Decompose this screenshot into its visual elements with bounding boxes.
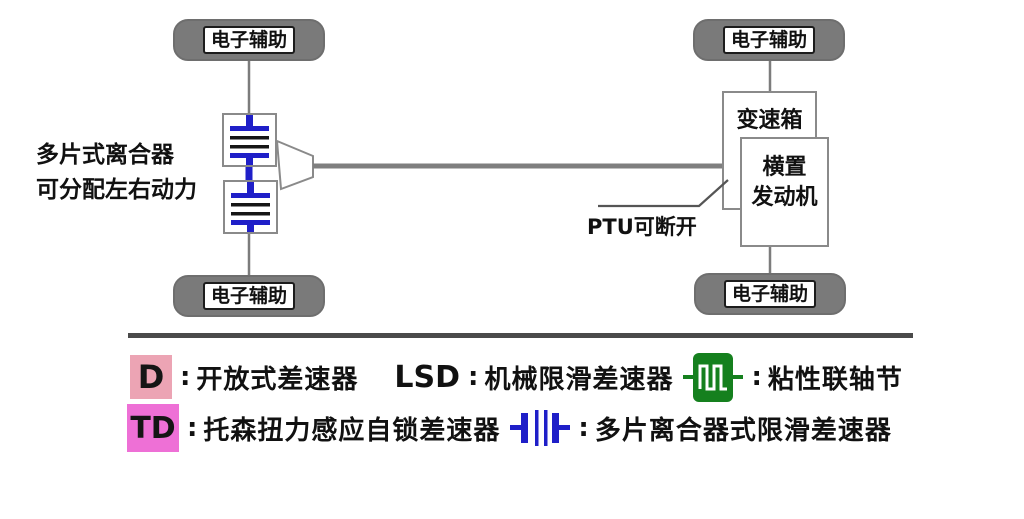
torsen-label: 托森扭力感应自锁差速器 (203, 415, 501, 446)
legend-row-2: TD : 托森扭力感应自锁差速器 : 多片离合器式限滑差速器 (127, 404, 892, 452)
clutch-annotation-line1: 多片式离合器 (36, 142, 174, 168)
clutch-lsd-label: 多片离合器式限滑差速器 (594, 415, 892, 446)
lsd-label: 机械限滑差速器 (484, 364, 674, 395)
wheel-assist-label: 电子辅助 (723, 280, 816, 308)
engine-label-line2: 发动机 (751, 185, 818, 210)
multiplate-clutch-box-lower (223, 180, 278, 234)
engine-box: 横置 发动机 (740, 137, 829, 247)
open-differential-label: 开放式差速器 (196, 364, 359, 395)
viscous-coupling-icon (683, 352, 744, 402)
ptu-leader-line (598, 179, 729, 208)
tire-front-left-icon: 电子辅助 (693, 19, 845, 61)
colon: : (578, 413, 589, 443)
clutch-lsd-icon (510, 410, 571, 446)
torsen-symbol: TD (127, 404, 179, 452)
wheel-assist-label: 电子辅助 (202, 26, 295, 54)
multiplate-clutch-icon (231, 182, 270, 232)
legend-row-1: D : 开放式差速器 LSD : 机械限滑差速器 : 粘性联轴节 (130, 352, 903, 402)
viscous-coupling-label: 粘性联轴节 (767, 364, 903, 395)
tire-front-right-icon: 电子辅助 (694, 273, 846, 315)
clutch-annotation: 多片式离合器 可分配左右动力 (36, 138, 197, 208)
tire-rear-right-icon: 电子辅助 (173, 275, 325, 317)
open-differential-symbol: D (130, 355, 172, 399)
engine-label-line1: 横置 (762, 155, 807, 180)
ptu-label: PTU可断开 (587, 215, 697, 239)
wheel-assist-label: 电子辅助 (722, 26, 815, 54)
legend-divider (128, 333, 913, 338)
clutch-annotation-line2: 可分配左右动力 (36, 177, 197, 203)
lsd-symbol: LSD (394, 359, 461, 395)
colon: : (187, 413, 198, 443)
wheel-assist-label: 电子辅助 (202, 282, 295, 310)
multiplate-clutch-box-upper (222, 113, 277, 167)
colon: : (180, 362, 191, 392)
multiplate-clutch-icon (230, 115, 269, 165)
power-takeoff-wedge (275, 139, 314, 191)
gearbox-label: 变速箱 (736, 108, 803, 133)
colon: : (468, 362, 479, 392)
tire-rear-left-icon: 电子辅助 (173, 19, 325, 61)
colon: : (751, 362, 762, 392)
